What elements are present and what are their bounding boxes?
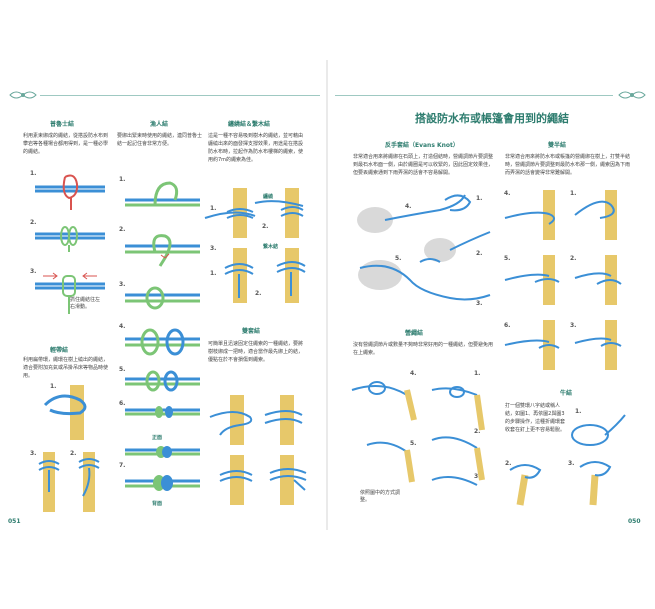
section-title-prusik: 普魯士結 — [50, 121, 75, 128]
fisherman-step2-illustration — [125, 234, 200, 267]
step-number: 2. — [255, 290, 262, 297]
step-number: 3. — [210, 245, 217, 252]
step-number: 5. — [504, 255, 511, 262]
step-number: 2. — [474, 428, 481, 435]
section-text-evans: 非常適合用來將繩綁在石頭上，打造個結時，營繩調節片要調整到最石水布面一側，由於繩… — [353, 154, 494, 176]
step-number: 6. — [119, 400, 126, 407]
note-text: 抓住繩結往左右滑動。 — [70, 297, 101, 310]
prusik-step1-illustration — [35, 174, 105, 210]
step-number: 1. — [570, 190, 577, 197]
evans-knot-illustration — [357, 194, 491, 301]
step-number: 4. — [405, 203, 412, 210]
section-text-prusik: 利用素束綁成的繩結，從搭設防水布到攀岩等各種場合都用得到，是一種必學的繩結。 — [23, 133, 109, 155]
step-number: 4. — [410, 370, 417, 377]
ornament-icon — [618, 91, 646, 99]
divider — [40, 95, 320, 96]
page-number-right: 050 — [628, 518, 641, 525]
label-wrap: 纏繞 — [263, 194, 274, 200]
timber-hitch-illustration — [204, 188, 306, 303]
step-number: 5. — [119, 366, 126, 373]
section-text-fisherman: 要綁出緊束時使用的繩結，連同普魯士結一起記住會非常方便。 — [117, 133, 203, 147]
fisherman-step3-illustration — [125, 286, 200, 310]
divider — [335, 95, 613, 96]
prusik-step3-illustration — [35, 272, 105, 314]
step-number: 3. — [474, 473, 481, 480]
step-number: 2. — [505, 460, 512, 467]
step-number: 2. — [119, 226, 126, 233]
fisherman-step7-illustration — [125, 475, 200, 491]
fisherman-step5-illustration — [125, 370, 200, 392]
tautline-hitch-illustration — [351, 381, 485, 486]
page-headline: 搭設防水布或帳篷會用到的繩結 — [415, 112, 569, 125]
step-number: 3. — [568, 460, 575, 467]
section-text-timber: 這是一種不容易吸到樹木的繩結，並可藉由纏繞出來的面發揮支撐效果，用途是在搭設防水… — [208, 133, 304, 163]
section-text-cow: 打一個雙環八字結或稱人結，如圖1、再依圖2與圖3的步驟操作，這種折繩環套收套在釘… — [505, 403, 566, 433]
step-number: 5. — [395, 255, 402, 262]
step-number: 3. — [119, 281, 126, 288]
step-number: 3. — [30, 450, 37, 457]
label-timber: 繫木結 — [263, 244, 279, 250]
step-number: 5. — [410, 440, 417, 447]
step-number: 3. — [476, 300, 483, 307]
section-title-two-half: 雙半結 — [548, 142, 567, 149]
step-number: 4. — [504, 190, 511, 197]
cow-hitch-illustration — [509, 414, 626, 506]
section-title-girth: 輕帶結 — [50, 347, 69, 354]
fisherman-step4-illustration — [125, 328, 200, 356]
step-number: 1. — [575, 408, 582, 415]
section-title-clove: 雙套結 — [242, 328, 261, 335]
step-number: 2. — [476, 250, 483, 257]
section-text-two-half: 非常適合用來將防水布或帳篷的營繩綁在樹上，打雙半結時，營繩調節片要調整到最防水布… — [505, 154, 631, 176]
section-title-fisherman: 漁人結 — [150, 121, 169, 128]
section-title-cow: 牛結 — [560, 390, 573, 397]
prusik-step2-illustration — [35, 226, 105, 252]
two-half-hitches-illustration — [504, 190, 622, 370]
step-number: 7. — [119, 462, 126, 469]
section-title-timber: 纏繞結＆繫木結 — [228, 121, 271, 128]
step-number: 1. — [210, 205, 217, 212]
step-number: 2. — [70, 450, 77, 457]
step-number: 3. — [30, 268, 37, 275]
step-number: 1. — [30, 170, 37, 177]
clove-hitch-illustration — [209, 395, 307, 505]
page-number-left: 051 — [8, 518, 21, 525]
section-text-tautline: 沒有營繩調節片或數量不夠時非常好用的一種繩結，但要避免用在上繩索。 — [353, 342, 494, 356]
step-number: 3. — [570, 322, 577, 329]
fisherman-front-illustration — [125, 446, 200, 458]
step-number: 2. — [30, 219, 37, 226]
girth-step23-illustration — [38, 452, 100, 512]
label-front: 正面 — [152, 435, 163, 441]
section-title-tautline: 營繩結 — [405, 330, 424, 337]
step-number: 1. — [50, 383, 57, 390]
fisherman-step6-illustration — [125, 406, 200, 418]
girth-step1-illustration — [43, 385, 87, 440]
step-number: 4. — [119, 323, 126, 330]
book-gutter — [326, 60, 328, 530]
step-number: 1. — [476, 195, 483, 202]
label-back: 背面 — [152, 501, 163, 507]
step-number: 1. — [474, 370, 481, 377]
ornament-icon — [9, 91, 37, 99]
section-text-clove: 可簡單且迅速固定住繩索的一種繩結，要將樹枝綁成一把時，適合當作最先綁上的結，優點… — [208, 341, 304, 363]
step-number: 1. — [119, 176, 126, 183]
section-title-evans: 反手套結（Evans Knot） — [385, 142, 459, 149]
note-text: 依照圖中的方式調整。 — [360, 490, 401, 503]
step-number: 2. — [570, 255, 577, 262]
fisherman-step1-illustration — [125, 181, 200, 207]
section-text-girth: 利用扁帶環，繩環在樹上繞出的繩結，適合要附加充氣或吊掛吊床等物品時使用。 — [23, 357, 109, 379]
step-number: 1. — [210, 270, 217, 277]
step-number: 2. — [262, 223, 269, 230]
step-number: 6. — [504, 322, 511, 329]
